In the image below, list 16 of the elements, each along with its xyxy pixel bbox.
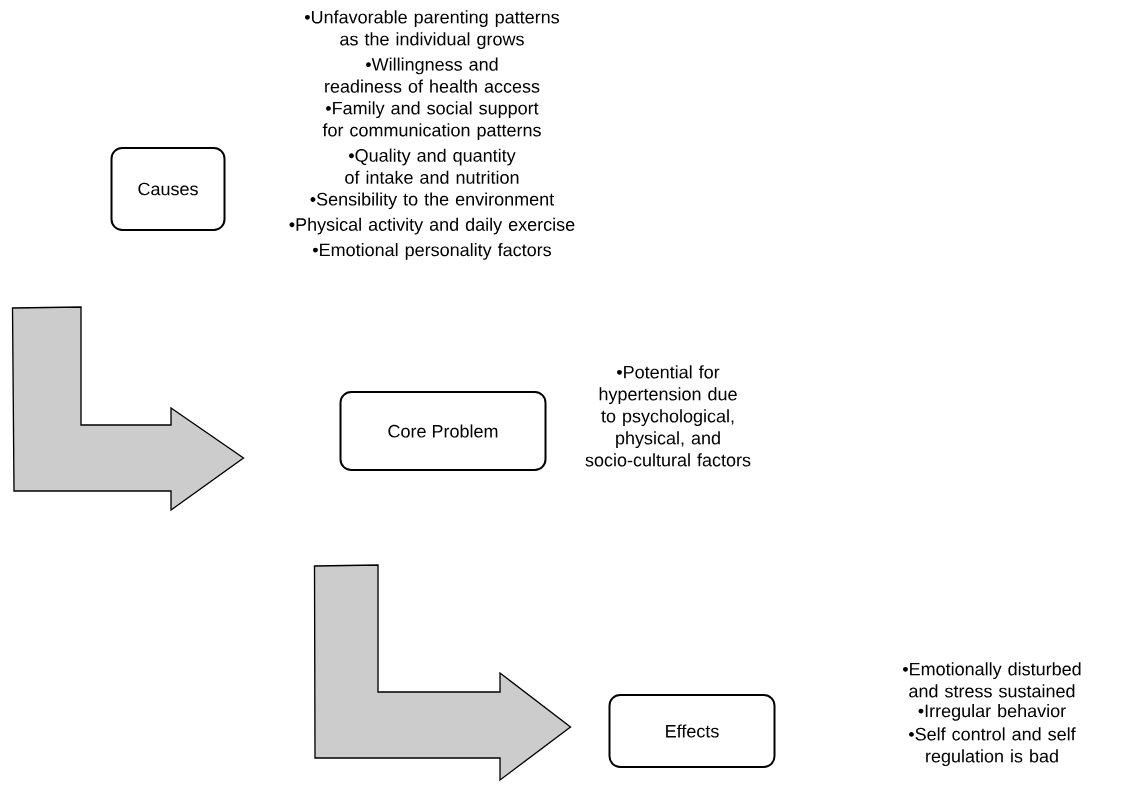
bullet-text: •Unfavorable parenting patterns as the individual grows — [305, 10, 559, 50]
bullet-text: •Sensibility to the environment — [310, 192, 555, 210]
rounded-box: Effects — [608, 694, 776, 768]
bullet-text: •Willingness and readiness of health access — [325, 57, 540, 93]
bent-block-arrow — [11, 306, 245, 512]
bent-block-arrow — [313, 564, 572, 782]
bullet-text: •Potential for hypertension due to psychological, physical, and socio-cultural factors — [585, 365, 751, 467]
bullet-text: •Family and social support for communication patterns — [322, 101, 541, 141]
bullet-text: •Quality and quantity of intake and nutrition — [345, 148, 519, 184]
bullet-text: •Emotional personality factors — [313, 243, 551, 260]
bullet-text: •Self control and self regulation is bad — [909, 727, 1076, 767]
bullet-text: •Emotionally disturbed and stress sustained — [903, 662, 1081, 698]
bullet-text: •Irregular behavior — [918, 704, 1066, 721]
rounded-box: Causes — [110, 147, 226, 231]
bullet-text: •Physical activity and daily exercise — [289, 217, 575, 235]
rounded-box: Core Problem — [339, 391, 547, 471]
